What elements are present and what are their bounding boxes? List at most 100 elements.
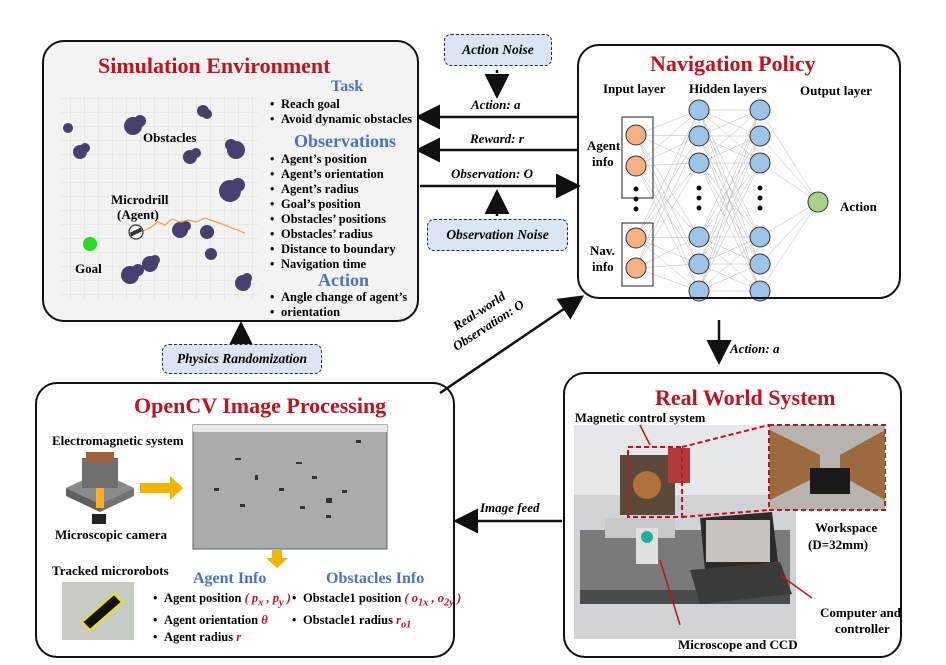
action-list: Angle change of agent’s orientation xyxy=(270,290,407,320)
nn-edge xyxy=(635,237,700,265)
observations-heading: Observations xyxy=(294,131,397,151)
physics-randomization-box: Physics Randomization xyxy=(162,344,322,374)
nn-edge xyxy=(635,263,700,269)
task-list: Reach goal Avoid dynamic obstacles xyxy=(270,97,412,127)
nn-edge xyxy=(698,109,761,238)
nn-edge xyxy=(698,109,761,164)
obstacles-label: Obstacles xyxy=(143,130,197,145)
action-a-label: Action: a xyxy=(471,97,521,112)
nn-edge xyxy=(635,237,700,292)
obstacles-info-heading: Obstacles Info xyxy=(326,570,425,587)
goal-label: Goal xyxy=(75,261,102,276)
nn-edge xyxy=(635,162,700,167)
yellow-arrow-right xyxy=(140,476,183,500)
agent-label: Microdrill xyxy=(111,192,169,207)
nn-dots xyxy=(633,185,763,212)
electromagnetic-label: Electromagnetic system xyxy=(52,433,184,448)
agent-info-label-2: info xyxy=(592,154,614,169)
output-layer-label: Output layer xyxy=(800,83,872,98)
agent-label-2: (Agent) xyxy=(117,207,159,222)
computer-label: Computer and xyxy=(820,605,902,620)
nn-edge xyxy=(635,162,700,239)
action-heading: Action xyxy=(318,270,369,290)
hidden-node-2 xyxy=(749,99,771,121)
observation-o-label: Observation: O xyxy=(451,166,533,181)
task-item: Reach goal xyxy=(270,97,412,112)
nn-edge xyxy=(635,109,700,269)
nn-edge xyxy=(759,201,819,238)
task-heading: Task xyxy=(331,78,364,95)
agent-info-list: Agent position ( px , py ) Agent orienta… xyxy=(153,590,291,646)
input-node xyxy=(625,124,647,146)
output-action-label: Action xyxy=(840,199,877,214)
action-a-real-label: Action: a xyxy=(730,341,780,356)
magnetic-control-label: Magnetic control system xyxy=(575,411,706,425)
microscope-frame xyxy=(192,424,388,550)
input-node xyxy=(625,155,647,177)
hidden-node-2 xyxy=(749,253,771,275)
observation-item: Obstacles’ positions xyxy=(270,212,396,227)
agent-info-heading: Agent Info xyxy=(193,570,267,587)
nn-edge xyxy=(635,135,700,239)
nn-edge xyxy=(698,236,761,265)
hidden-node-1 xyxy=(688,253,710,275)
hidden-node-2 xyxy=(749,280,771,302)
observation-noise-box: Observation Noise xyxy=(427,219,568,251)
nn-edge xyxy=(759,162,819,203)
hidden-node-2 xyxy=(749,226,771,248)
simulation-title: Simulation Environment xyxy=(98,53,331,78)
real-world-panel xyxy=(563,372,902,658)
nn-edge xyxy=(759,201,819,292)
computer-label-2: controller xyxy=(835,621,890,636)
policy-panel xyxy=(577,44,901,299)
hidden-layers-label: Hidden layers xyxy=(689,81,767,96)
nn-edge xyxy=(759,201,819,265)
hidden-node-1 xyxy=(688,280,710,302)
hidden-node-1 xyxy=(688,99,710,121)
nn-edge xyxy=(635,109,700,136)
nn-edge xyxy=(635,109,700,167)
hidden-node-1 xyxy=(688,152,710,174)
nn-edge xyxy=(635,109,700,239)
image-feed-label: Image feed xyxy=(480,500,540,515)
observation-item: Navigation time xyxy=(270,257,396,272)
hidden-node-2 xyxy=(749,125,771,147)
agent-position-item: Agent position ( px , py ) xyxy=(153,590,291,612)
nn-edge xyxy=(698,263,761,292)
observation-list: Agent’s position Agent’s orientation Age… xyxy=(270,152,396,272)
opencv-title: OpenCV Image Processing xyxy=(134,393,387,418)
obstacle-position-item: Obstacle1 position ( o1x , o2y ) xyxy=(292,590,461,612)
nn-edge xyxy=(635,236,700,239)
action-item-cont: orientation xyxy=(270,305,407,320)
agent-orientation-item: Agent orientation θ xyxy=(153,612,291,629)
nav-info-group xyxy=(621,222,654,287)
observation-item: Agent’s position xyxy=(270,152,396,167)
real-world-photo xyxy=(574,425,796,639)
nn-edge xyxy=(635,134,700,238)
input-node xyxy=(625,227,647,249)
nn-edge xyxy=(635,165,700,292)
observation-item: Distance to boundary xyxy=(270,242,396,257)
workspace-inset-image xyxy=(768,424,886,511)
camera-label: Microscopic camera xyxy=(55,527,168,542)
nn-edge xyxy=(698,162,761,292)
action-item: Angle change of agent’s xyxy=(270,290,407,305)
action-noise-box: Action Noise xyxy=(444,34,552,66)
output-node xyxy=(807,191,829,213)
observation-item: Obstacles’ radius xyxy=(270,227,396,242)
hidden-node-1 xyxy=(688,125,710,147)
nn-edge xyxy=(635,165,700,265)
workspace-size-label: (D=32mm) xyxy=(808,537,869,552)
hidden-node-1 xyxy=(688,226,710,248)
task-item: Avoid dynamic obstacles xyxy=(270,112,412,127)
reward-r-label: Reward: r xyxy=(470,131,524,146)
workspace-label: Workspace xyxy=(815,520,878,535)
observation-item: Agent’s orientation xyxy=(270,167,396,182)
nn-edge xyxy=(759,135,819,203)
observation-item: Agent’s radius xyxy=(270,182,396,197)
real-world-title: Real World System xyxy=(655,385,836,410)
nn-edge xyxy=(698,236,761,292)
observation-item: Goal’s position xyxy=(270,197,396,212)
electromagnetic-system-image xyxy=(66,452,134,524)
hidden-node-2 xyxy=(749,152,771,174)
